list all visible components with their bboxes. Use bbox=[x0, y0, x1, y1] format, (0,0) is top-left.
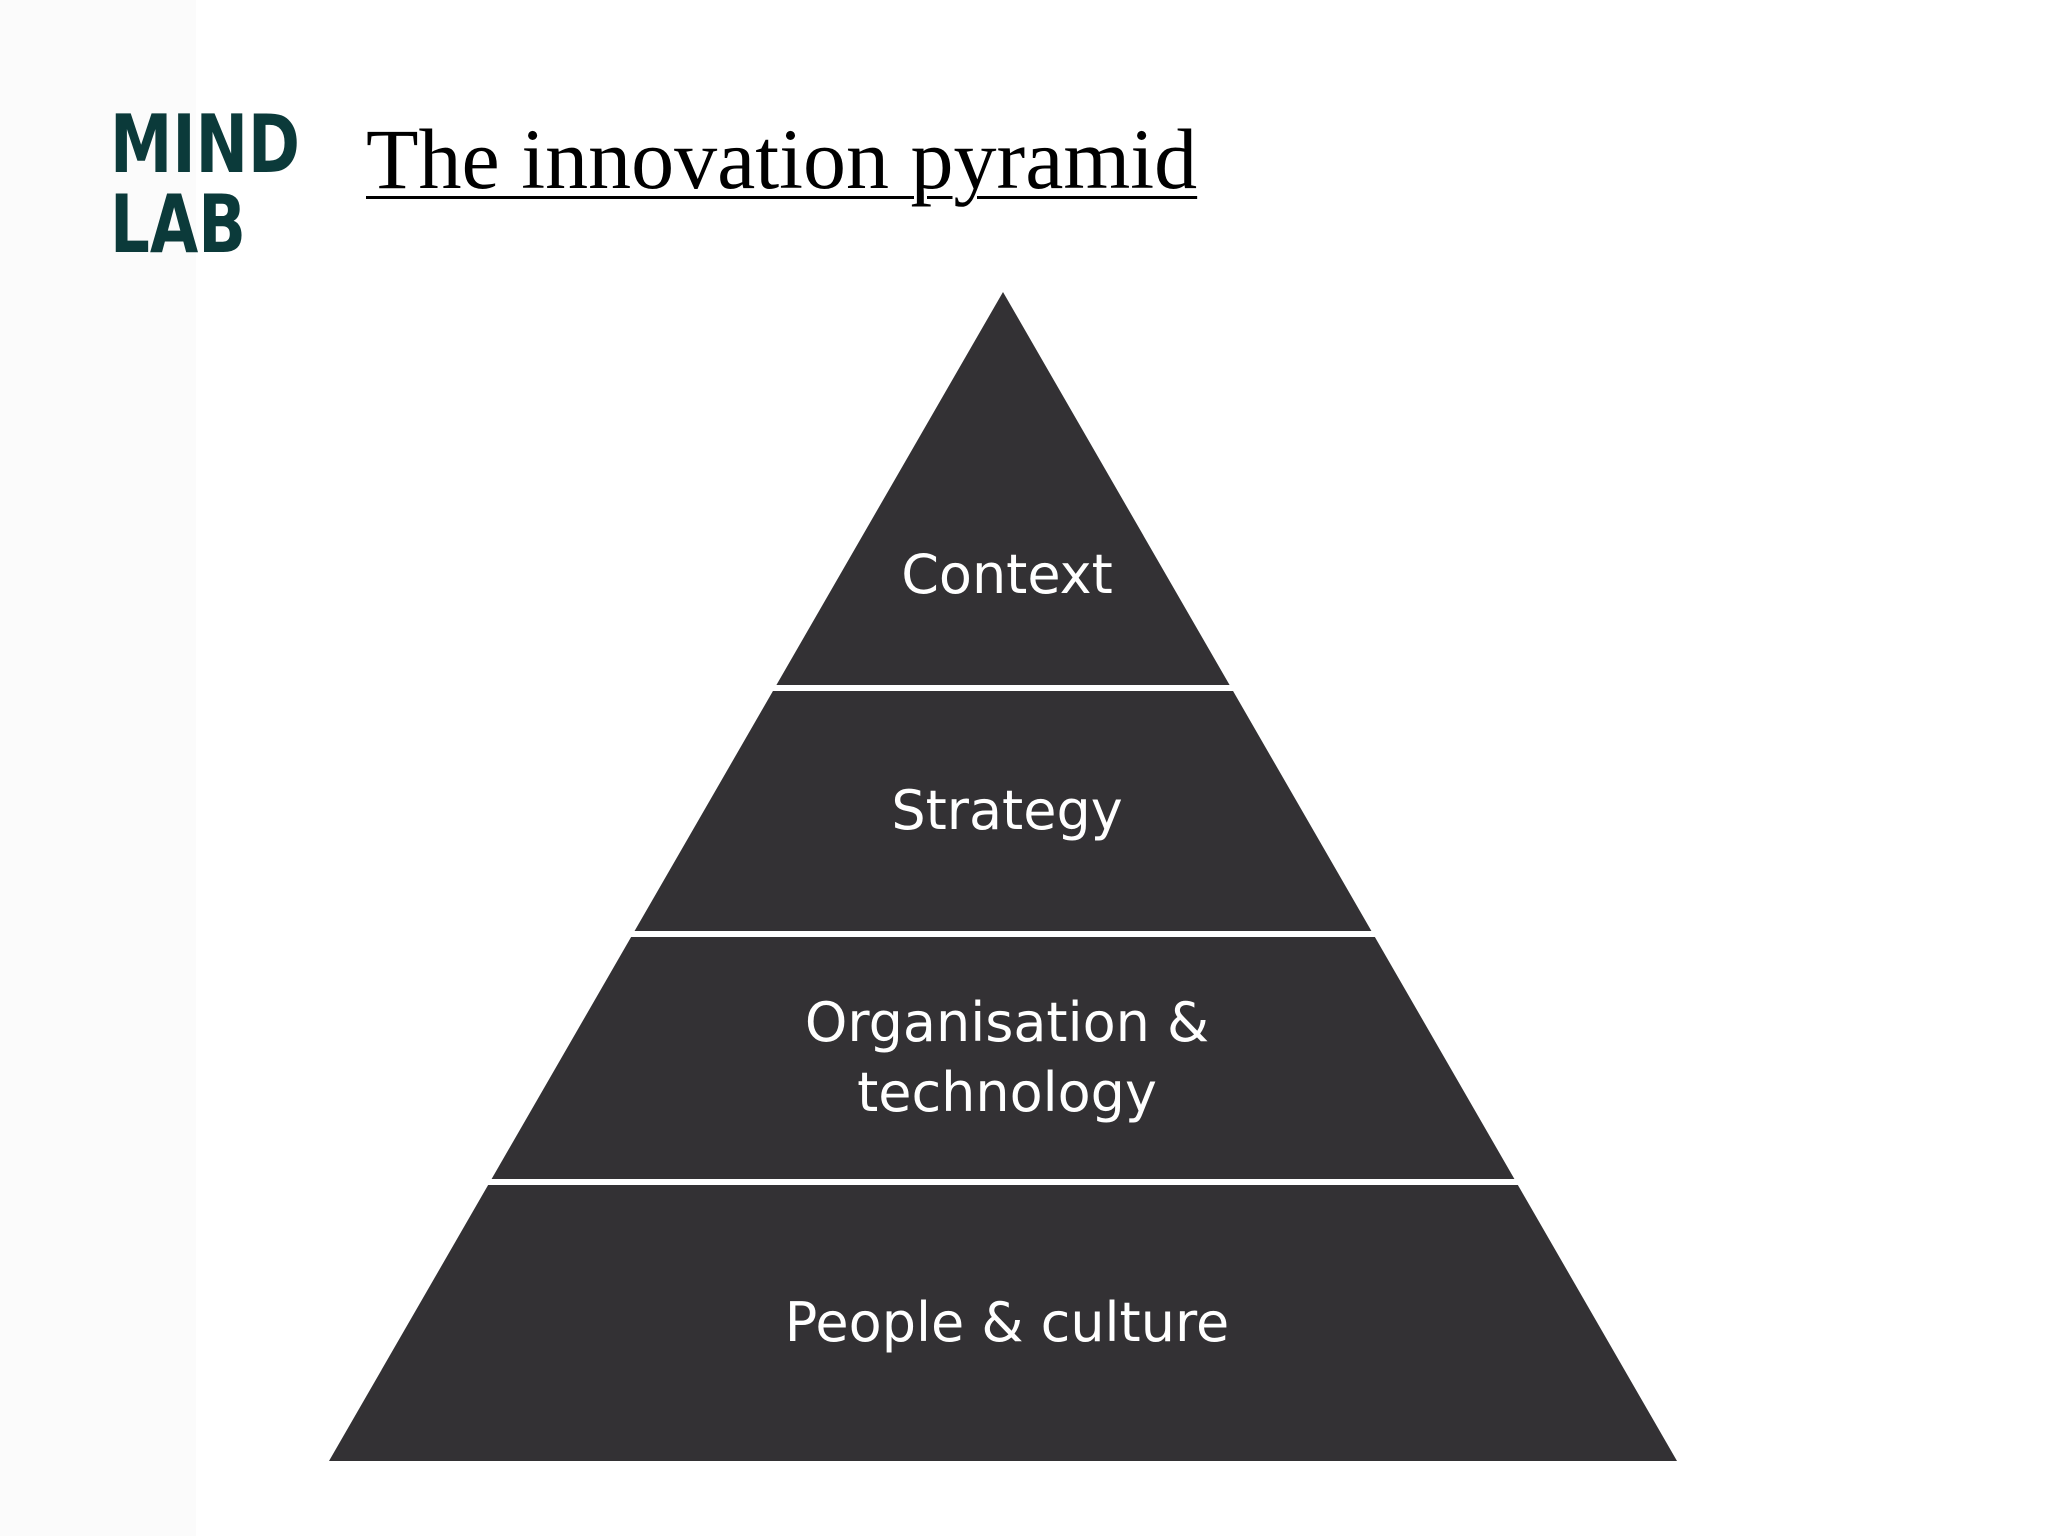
mind-lab-logo: MIND LAB bbox=[110, 100, 300, 260]
pyramid-label-organisation-technology-line-1: Organisation & bbox=[805, 991, 1209, 1054]
pyramid-layer-context bbox=[776, 292, 1230, 685]
logo-line-mind: MIND bbox=[110, 100, 300, 191]
slide-left-band bbox=[0, 0, 196, 1536]
pyramid-label-people-culture: People & culture bbox=[785, 1291, 1229, 1354]
pyramid-label-context: Context bbox=[901, 543, 1113, 606]
pyramid-layer-organisation-technology bbox=[491, 937, 1515, 1179]
pyramid-label-organisation-technology-line-2: technology bbox=[857, 1061, 1157, 1124]
pyramid-label-strategy: Strategy bbox=[891, 779, 1122, 842]
page-title: The innovation pyramid bbox=[366, 111, 1198, 207]
logo-line-lab: LAB bbox=[110, 178, 246, 260]
pyramid-layer-people-culture bbox=[329, 1185, 1677, 1461]
pyramid-layer-strategy bbox=[634, 691, 1372, 931]
